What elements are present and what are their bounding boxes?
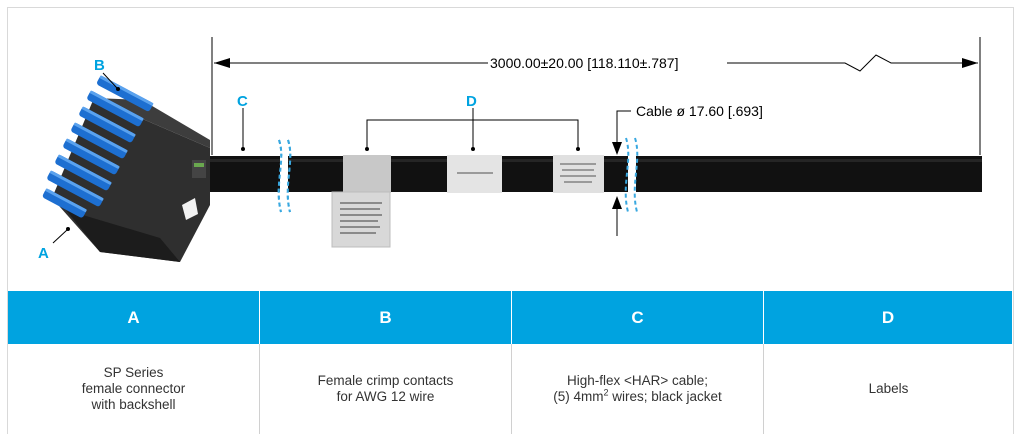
table-header-c: C xyxy=(512,291,764,344)
contact-blocks xyxy=(42,75,154,218)
callout-d-bracket xyxy=(366,108,579,148)
callout-b: B xyxy=(94,57,105,74)
length-dimension-text: 3000.00±20.00 [118.110±.787] xyxy=(490,55,678,71)
cable-diameter-text: Cable ø 17.60 [.693] xyxy=(636,103,763,119)
table-cell-b: Female crimp contacts for AWG 12 wire xyxy=(260,344,512,434)
table-header-d: D xyxy=(764,291,1013,344)
callout-a-leader xyxy=(52,229,68,244)
table-cell-a: SP Series female connector with backshel… xyxy=(8,344,260,434)
callout-c: C xyxy=(237,93,248,110)
callout-d: D xyxy=(466,93,477,110)
table-cell-c: High-flex <HAR> cable; (5) 4mm2 wires; b… xyxy=(512,344,764,434)
break-mark-right xyxy=(628,156,636,192)
cable-label-flag xyxy=(331,155,391,248)
table-cell-d: Labels xyxy=(868,381,909,396)
cable-label-band xyxy=(447,155,502,193)
diagram-frame xyxy=(7,7,1014,434)
table-header-b: B xyxy=(260,291,512,344)
callout-a: A xyxy=(38,245,49,262)
cable-label-sleeve xyxy=(553,155,604,193)
length-dimension-line xyxy=(214,54,978,72)
cable-drawing: 3000.00±20.00 [118.110±.787] xyxy=(38,37,982,262)
callout-b-leader xyxy=(102,72,118,89)
table-cell-c-text: High-flex <HAR> cable; (5) 4mm2 wires; b… xyxy=(553,373,722,404)
table-header-a: A xyxy=(8,291,260,344)
legend-table: A B C D SP Series female connector with … xyxy=(8,291,1013,434)
sp-connector xyxy=(42,75,210,262)
